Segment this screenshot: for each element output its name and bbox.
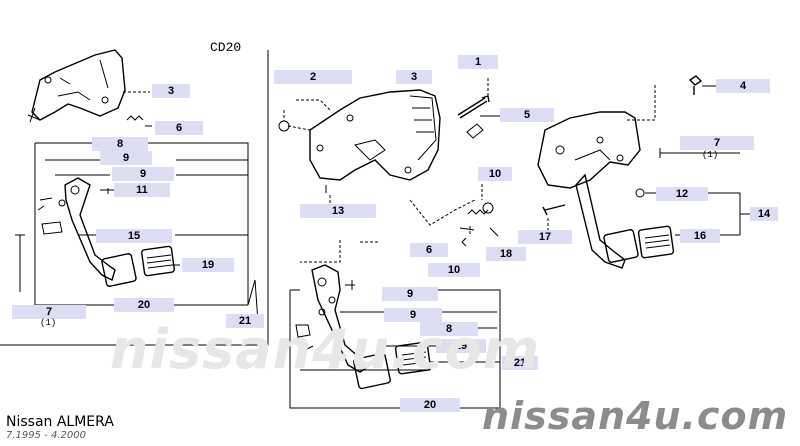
pedal-bracket-top-left <box>27 49 126 123</box>
callout-11[interactable]: 11 <box>114 183 170 197</box>
note-right: (1) <box>702 150 719 160</box>
callout-10-b[interactable]: 10 <box>428 263 480 277</box>
pedal-bracket-right <box>537 111 641 269</box>
callout-8-left[interactable]: 8 <box>92 137 148 151</box>
callout-1[interactable]: 1 <box>458 55 498 69</box>
callout-9-left-a[interactable]: 9 <box>100 151 152 165</box>
callout-18[interactable]: 18 <box>486 247 526 261</box>
callout-13[interactable]: 13 <box>300 204 376 218</box>
pedal-arm-left <box>37 177 116 281</box>
callout-12[interactable]: 12 <box>656 187 708 201</box>
watermark-center: nissan4u.com <box>110 318 541 381</box>
engine-label: CD20 <box>210 40 242 55</box>
callout-21-bot[interactable]: 21 <box>502 356 538 370</box>
note-left: (1) <box>40 318 57 328</box>
pedal-pad-bottom <box>353 341 432 390</box>
pedal-pad-left <box>101 245 175 287</box>
callout-17[interactable]: 17 <box>518 230 572 244</box>
callout-7-right[interactable]: 7 <box>680 136 754 150</box>
callout-7-left[interactable]: 7 <box>12 305 86 319</box>
pedal-pad-right <box>603 225 675 263</box>
callout-9-left-b[interactable]: 9 <box>112 167 174 181</box>
callout-21-left[interactable]: 21 <box>226 314 264 328</box>
callout-6-top[interactable]: 6 <box>155 121 203 135</box>
callout-2[interactable]: 2 <box>274 70 352 84</box>
watermark-corner: nissan4u.com <box>482 394 789 438</box>
callout-19-left[interactable]: 19 <box>182 258 234 272</box>
callout-3-mid[interactable]: 3 <box>396 70 432 84</box>
callout-6-mid[interactable]: 6 <box>410 243 448 257</box>
callout-20-left[interactable]: 20 <box>114 298 174 312</box>
pedal-bracket-middle <box>309 89 441 181</box>
callout-16[interactable]: 16 <box>680 229 720 243</box>
model-label: Nissan ALMERA <box>6 414 114 430</box>
callout-4[interactable]: 4 <box>716 79 770 93</box>
callout-20-bot[interactable]: 20 <box>400 398 460 412</box>
callout-3-top[interactable]: 3 <box>152 84 190 98</box>
callout-15[interactable]: 15 <box>96 229 172 243</box>
callout-8-bot[interactable]: 8 <box>420 322 478 336</box>
callout-9-bot-a[interactable]: 9 <box>382 287 438 301</box>
callout-19-bot[interactable]: 19 <box>436 339 486 353</box>
callout-5[interactable]: 5 <box>500 108 554 122</box>
callout-10-a[interactable]: 10 <box>478 167 512 181</box>
callout-14[interactable]: 14 <box>750 207 778 221</box>
callout-9-bot-b[interactable]: 9 <box>384 308 442 322</box>
date-range: 7.1995 - 4.2000 <box>6 430 86 441</box>
